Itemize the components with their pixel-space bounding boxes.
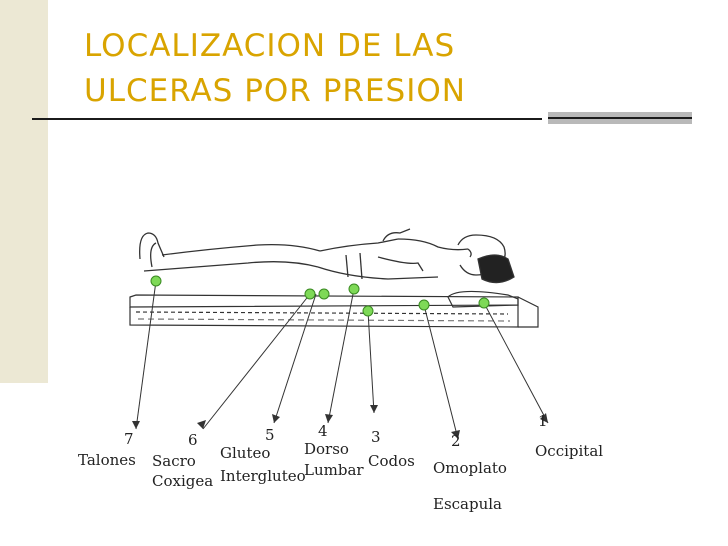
title-underline-accent: [548, 112, 692, 124]
arrowheads: [132, 405, 548, 439]
point-6-number: 6: [188, 431, 198, 449]
point-7-label: Talones: [78, 451, 136, 469]
point-2-label-2: Escapula: [433, 495, 502, 513]
marker-omoplato: [418, 299, 430, 311]
point-3-number: 3: [371, 428, 381, 446]
mattress-drawing: [129, 294, 539, 328]
point-2-number: 2: [451, 432, 461, 450]
point-2-label: Omoplato: [433, 459, 507, 477]
point-7-number: 7: [124, 430, 134, 448]
pillow-drawing: [447, 290, 519, 308]
slide-title-line-2: ULCERAS POR PRESION: [84, 73, 466, 109]
marker-sacro: [304, 288, 316, 300]
point-6-label-2: Coxigea: [152, 472, 214, 490]
point-1-label: Occipital: [535, 442, 604, 460]
point-5-label: Gluteo: [220, 444, 271, 462]
side-decoration-bar: [0, 0, 48, 383]
title-underline: [32, 118, 542, 120]
point-5-number: 5: [265, 426, 275, 444]
point-1-number: 1: [538, 412, 548, 430]
point-6-label: Sacro: [152, 452, 196, 470]
marker-talones: [150, 275, 162, 287]
point-4-number: 4: [318, 422, 328, 440]
marker-gluteo: [318, 288, 330, 300]
point-5-label-2: Intergluteo: [220, 467, 306, 485]
pressure-point-markers: [150, 275, 490, 317]
side-bar-lower: [0, 383, 48, 546]
marker-occipital: [478, 297, 490, 309]
marker-codos: [362, 305, 374, 317]
point-4-label: Dorso: [304, 440, 349, 458]
marker-dorso-lumbar: [348, 283, 360, 295]
point-4-label-2: Lumbar: [304, 461, 364, 479]
slide-title-line-1: LOCALIZACION DE LAS: [84, 28, 456, 64]
leader-lines: [135, 280, 549, 440]
body-illustration: [129, 228, 549, 440]
body-outline: [139, 228, 515, 284]
point-3-label: Codos: [368, 452, 415, 470]
pressure-ulcer-diagram: 7 Talones 6 Sacro Coxigea 5 Gluteo Inter…: [78, 147, 651, 515]
slide-title: LOCALIZACION DE LAS ULCERAS POR PRESION: [84, 24, 544, 114]
